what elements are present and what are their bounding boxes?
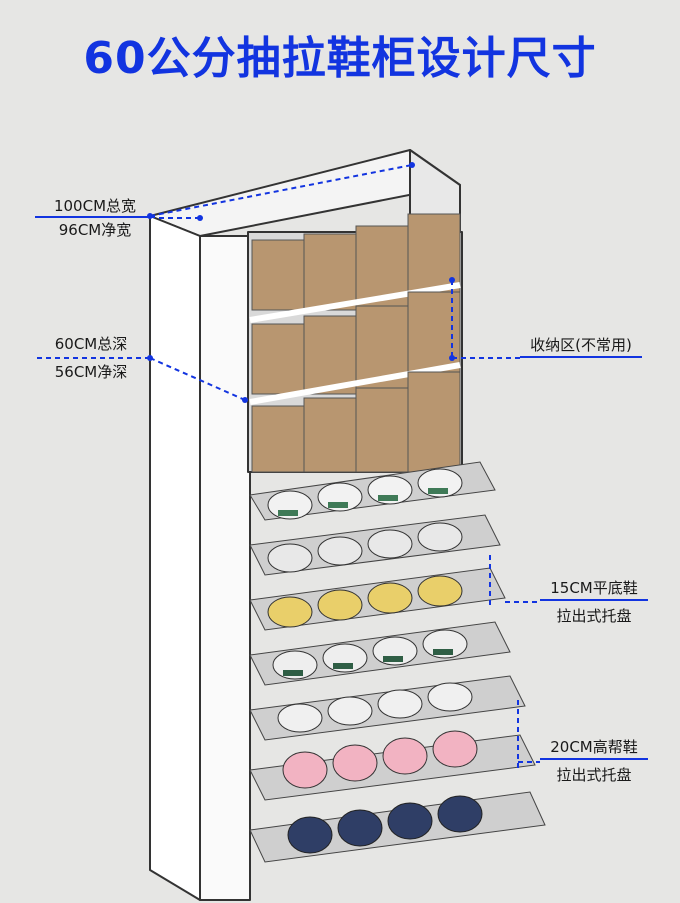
dimension-dots <box>147 162 455 403</box>
tray-2 <box>249 514 501 576</box>
label-total-depth: 60CM总深 <box>54 335 128 353</box>
tray-4 <box>249 621 511 686</box>
tray-3 <box>249 567 506 631</box>
tray-5 <box>249 675 526 741</box>
label-storage-zone: 收纳区(不常用) <box>520 334 642 358</box>
tray-6 <box>249 730 536 801</box>
label-net-depth: 56CM净深 <box>54 363 128 381</box>
label-high-tray: 拉出式托盘 <box>556 766 632 784</box>
tray-7 <box>249 791 546 863</box>
label-net-width: 96CM净宽 <box>58 221 132 239</box>
label-flat-tray: 拉出式托盘 <box>556 607 632 625</box>
shoe-trays <box>249 461 546 863</box>
label-total-width: 100CM总宽 <box>35 196 155 218</box>
page-title: 60公分抽拉鞋柜设计尺寸 <box>83 33 597 84</box>
label-high-top: 20CM高帮鞋 <box>540 736 648 760</box>
tray-1 <box>249 461 496 521</box>
dimension-lines <box>35 164 540 768</box>
box-shelf-3 <box>251 371 461 473</box>
storage-boxes <box>249 213 461 473</box>
label-flat-shoes: 15CM平底鞋 <box>540 577 648 601</box>
